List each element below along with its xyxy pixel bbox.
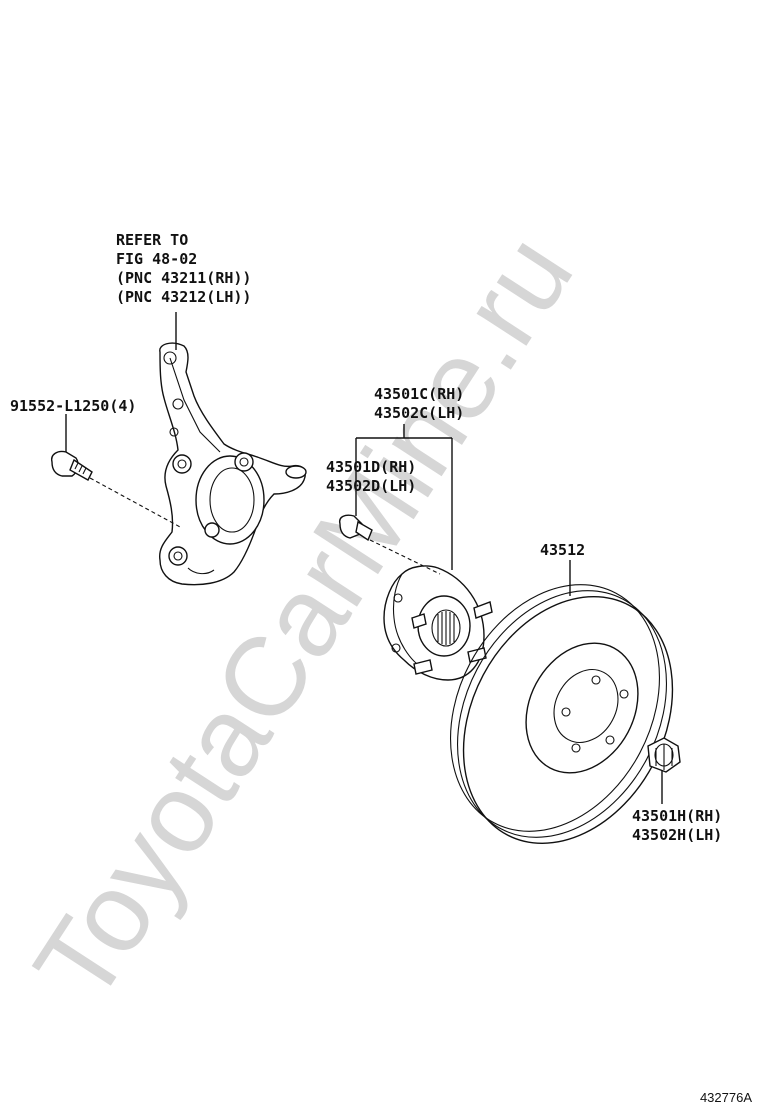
figure-id: 432776A: [700, 1090, 752, 1105]
stud-part-number-rh[interactable]: 43501D(RH): [326, 458, 416, 476]
refer-label-line-4: (PNC 43212(LH)): [116, 288, 251, 306]
refer-label-line-1: REFER TO: [116, 231, 188, 249]
hub-bolt-guide-line: [369, 539, 441, 575]
nut-part-number-lh[interactable]: 43502H(LH): [632, 826, 722, 844]
refer-label-line-2: FIG 48-02: [116, 250, 197, 268]
brake-rotor[interactable]: [409, 548, 714, 880]
bolt-guide-line: [89, 477, 183, 529]
watermark: ToyotaCarMine.ru: [10, 214, 596, 1023]
bolt-part-number[interactable]: 91552-L1250(4): [10, 397, 136, 415]
nut-part-number-rh[interactable]: 43501H(RH): [632, 807, 722, 825]
hub-part-number-lh[interactable]: 43502C(LH): [374, 404, 464, 422]
knuckle-bolt[interactable]: [51, 450, 93, 481]
hub-nut[interactable]: [647, 737, 681, 773]
steering-knuckle[interactable]: [158, 342, 307, 586]
hub-part-number-rh[interactable]: 43501C(RH): [374, 385, 464, 403]
hub-bolt[interactable]: [339, 514, 373, 542]
hub-bearing[interactable]: [383, 565, 493, 681]
refer-label-line-3: (PNC 43211(RH)): [116, 269, 251, 287]
stud-part-number-lh[interactable]: 43502D(LH): [326, 477, 416, 495]
rotor-part-number[interactable]: 43512: [540, 541, 585, 559]
leader-lines: [65, 312, 663, 804]
